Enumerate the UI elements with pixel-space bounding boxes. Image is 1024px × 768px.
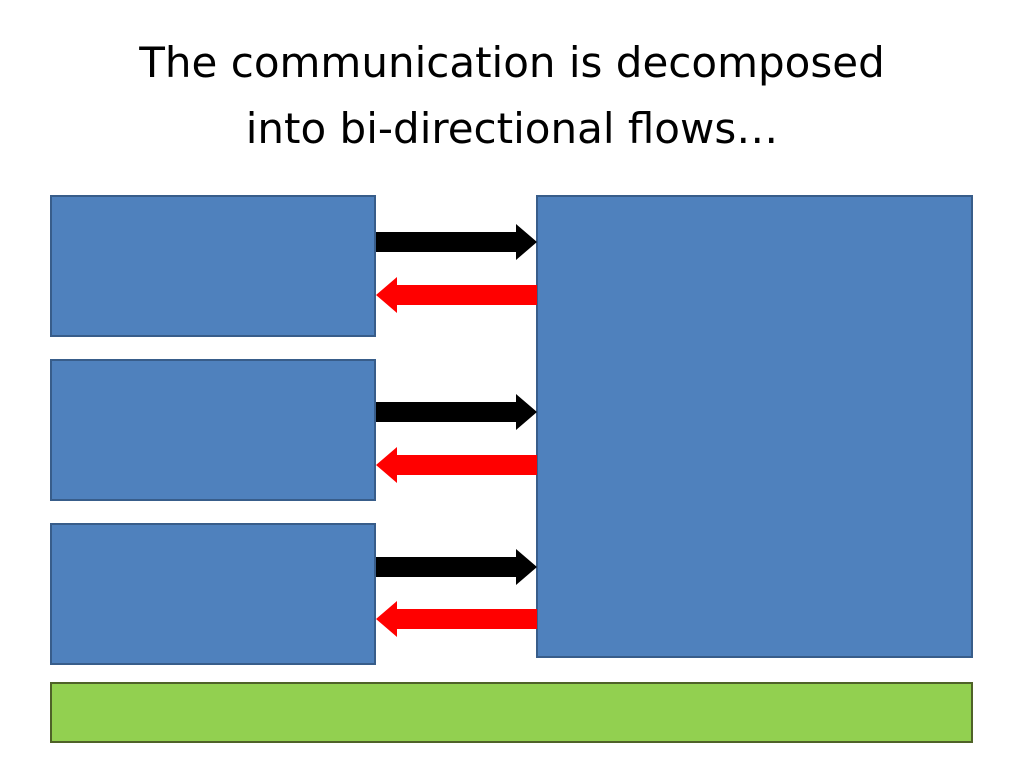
- left-box-3: [50, 523, 376, 665]
- return-arrow-1: [376, 277, 537, 313]
- slide-title-line-2: into bi-directional flows…: [245, 104, 779, 153]
- left-box-2: [50, 359, 376, 501]
- return-arrow-2: [376, 447, 537, 483]
- bottom-bar: [50, 682, 973, 743]
- forward-arrow-2: [376, 394, 537, 430]
- right-box: [536, 195, 973, 658]
- slide-title: The communication is decomposed into bi-…: [40, 30, 984, 162]
- slide-title-line-1: The communication is decomposed: [139, 38, 885, 87]
- forward-arrow-3: [376, 549, 537, 585]
- left-box-1: [50, 195, 376, 337]
- return-arrow-3: [376, 601, 537, 637]
- forward-arrow-1: [376, 224, 537, 260]
